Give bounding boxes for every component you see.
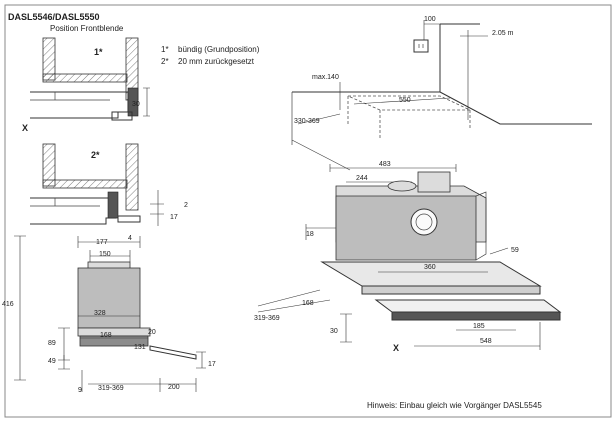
side-view: 177 4 150 416 328 168 20 89 131 49 17 9 … [2,235,216,394]
dim-30-iso-line [340,313,352,343]
dim-550-line [353,97,451,105]
front-panel [127,87,139,117]
dim-2-05-line [460,30,488,120]
page-title: DASL5546/DASL5550 [8,12,100,22]
wall-outline [292,23,592,125]
installation-note: Hinweis: Einbau gleich wie Vorgänger DAS… [367,401,542,410]
dim-150: 150 [99,251,111,258]
sheet-frame [4,4,612,418]
dim-30-line [143,87,150,117]
legend: 1* bündig (Grundposition) 2* 20 mm zurüc… [161,45,260,66]
cabinet-floor-2 [42,179,128,189]
dim-483: 483 [379,161,391,168]
front-panel-2 [107,191,119,219]
dim-168: 168 [100,332,112,339]
dim-168-line [257,289,321,307]
dim-59: 59 [511,247,519,254]
dim-17-side: 17 [208,361,216,368]
dim-100-line [423,20,448,40]
dim-416-line [14,235,26,381]
dim-319-369-iso: 319-369 [254,315,280,322]
drawer-front [391,311,561,321]
legend-mark-1: 1* [161,45,169,54]
dim-416: 416 [2,301,14,308]
installation-space: 100 2.05 m max.140 550 330-369 [291,16,592,171]
dim-330-line [297,113,341,125]
detail-2-recessed: 2* 2 17 [30,143,188,226]
hood-isometric: 483 244 18 59 360 168 319-369 30 185 [254,161,562,350]
hood-inner [30,92,110,101]
detail-1-label: 1* [94,47,103,57]
dim-244: 244 [356,175,368,182]
dim-30-iso: 30 [330,328,338,335]
dim-548-line [414,322,541,350]
drawer-extended [149,345,197,360]
dim-2-05m: 2.05 m [492,30,514,37]
dim-49-line [58,355,70,370]
motor-box [417,171,451,193]
cabinet-floor [42,73,128,83]
dim-319-369: 319-369 [98,385,124,392]
duct-collar [387,180,417,192]
page-subtitle: Position Frontblende [50,24,124,33]
wall-left [291,92,351,171]
dim-18-line [305,224,336,240]
dim-319-line [257,299,331,313]
socket-icon [413,39,429,53]
dim-17-side-line [196,351,206,369]
x-marker-left: X [22,123,28,133]
legend-text-2: 20 mm zurückgesetzt [178,57,255,66]
hood-body [30,91,129,119]
hood-housing-front [335,195,477,261]
fan-opening [410,208,438,236]
x-marker-right: X [393,343,399,353]
dim-9: 9 [78,387,82,394]
dim-20: 20 [148,329,156,336]
cabinet-wall-right-2 [125,143,139,211]
hood-side-body [77,267,141,329]
dim-59-line [489,247,509,255]
dim-548: 548 [480,338,492,345]
detail-2-label: 2* [91,150,100,160]
hood-housing-side [475,191,487,261]
dim-131: 131 [134,344,146,351]
dim-89: 89 [48,340,56,347]
hood-inner-2 [30,198,100,207]
rail [111,111,133,121]
dim-177: 177 [96,239,108,246]
rail-2 [117,215,141,223]
legend-mark-2: 2* [161,57,169,66]
dim-200: 200 [168,384,180,391]
dim-483-line [329,164,457,172]
dim-bottom-line [81,370,197,392]
dim-49: 49 [48,358,56,365]
legend-text-1: bündig (Grundposition) [178,45,260,54]
socket-pins [418,44,424,48]
dim-150-line [89,250,131,262]
hood-base [79,335,149,347]
hood-bottom [77,327,151,337]
dim-328: 328 [94,310,106,317]
hood-space-sides [347,96,471,140]
dim-17: 17 [170,214,178,221]
dim-330-369: 330-369 [294,118,320,125]
dim-max140: max.140 [312,74,339,81]
dim-18: 18 [306,231,314,238]
dim-2-17-line [150,190,164,226]
dim-360: 360 [424,264,436,271]
dim-177-line [77,236,141,248]
dim-100: 100 [424,16,436,23]
hood-body-2 [30,197,117,225]
dim-185: 185 [473,323,485,330]
dim-30: 30 [132,101,140,108]
dim-2: 2 [184,202,188,209]
extractor-drawer [374,299,562,313]
dim-550: 550 [399,97,411,104]
fan-ring [415,213,433,231]
hood-tray-edge [361,285,541,295]
dim-4: 4 [128,235,132,242]
detail-1-flush: 1* 30 [30,37,150,121]
